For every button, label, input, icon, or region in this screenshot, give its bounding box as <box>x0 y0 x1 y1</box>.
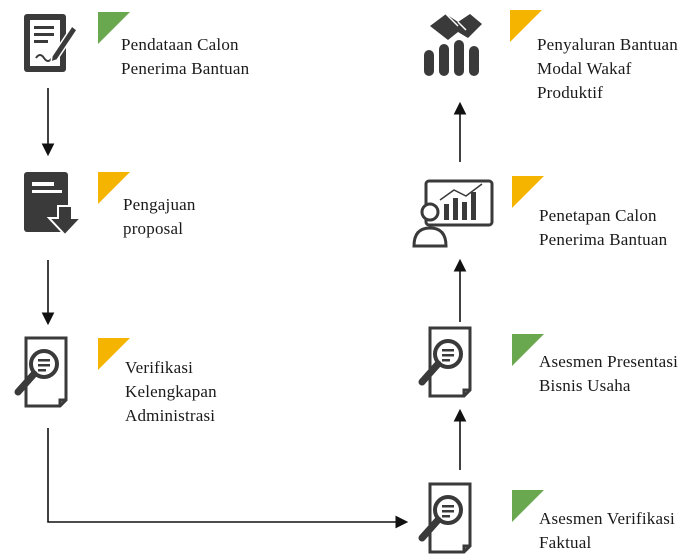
label-line: Penetapan Calon <box>539 206 657 225</box>
label-line: Penerima Bantuan <box>121 59 250 78</box>
marker-yellow <box>98 338 130 370</box>
form-edit-icon <box>24 14 78 72</box>
marker-green <box>98 12 130 44</box>
label-line: Asesmen Verifikasi <box>539 509 675 528</box>
marker-yellow <box>98 172 130 204</box>
step-label: Pengajuan proposal <box>123 193 196 241</box>
marker-yellow <box>510 10 542 42</box>
label-line: Kelengkapan <box>125 382 217 401</box>
marker-yellow <box>512 176 544 208</box>
label-line: Modal Wakaf <box>537 59 632 78</box>
label-line: Faktual <box>539 533 592 552</box>
label-line: Pendataan Calon <box>121 35 239 54</box>
marker-green <box>512 334 544 366</box>
step-label: Verifikasi Kelengkapan Administrasi <box>125 356 217 428</box>
step-label: Asesmen Verifikasi Faktual <box>539 507 675 555</box>
handshake-chart-icon <box>424 13 482 76</box>
document-search-icon <box>418 482 472 554</box>
label-line: proposal <box>123 219 184 238</box>
label-line: Bisnis Usaha <box>539 376 631 395</box>
label-line: Administrasi <box>125 406 216 425</box>
document-search-icon <box>418 326 472 398</box>
document-search-icon <box>14 336 68 408</box>
step-label: Asesmen Presentasi Bisnis Usaha <box>539 350 678 398</box>
arrow-3-4 <box>47 428 409 529</box>
label-line: Penyaluran Bantuan <box>537 35 678 54</box>
step-label: Penetapan Calon Penerima Bantuan <box>539 204 667 252</box>
document-download-icon <box>24 172 84 236</box>
label-line: Penerima Bantuan <box>539 230 668 249</box>
label-line: Verifikasi <box>125 358 194 377</box>
marker-green <box>512 490 544 522</box>
step-label: Penyaluran Bantuan Modal Wakaf Produktif <box>537 33 678 105</box>
label-line: Asesmen Presentasi <box>539 352 679 371</box>
presentation-chart-icon <box>412 179 494 248</box>
step-label: Pendataan Calon Penerima Bantuan <box>121 33 249 81</box>
label-line: Pengajuan <box>123 195 196 214</box>
label-line: Produktif <box>537 83 604 102</box>
